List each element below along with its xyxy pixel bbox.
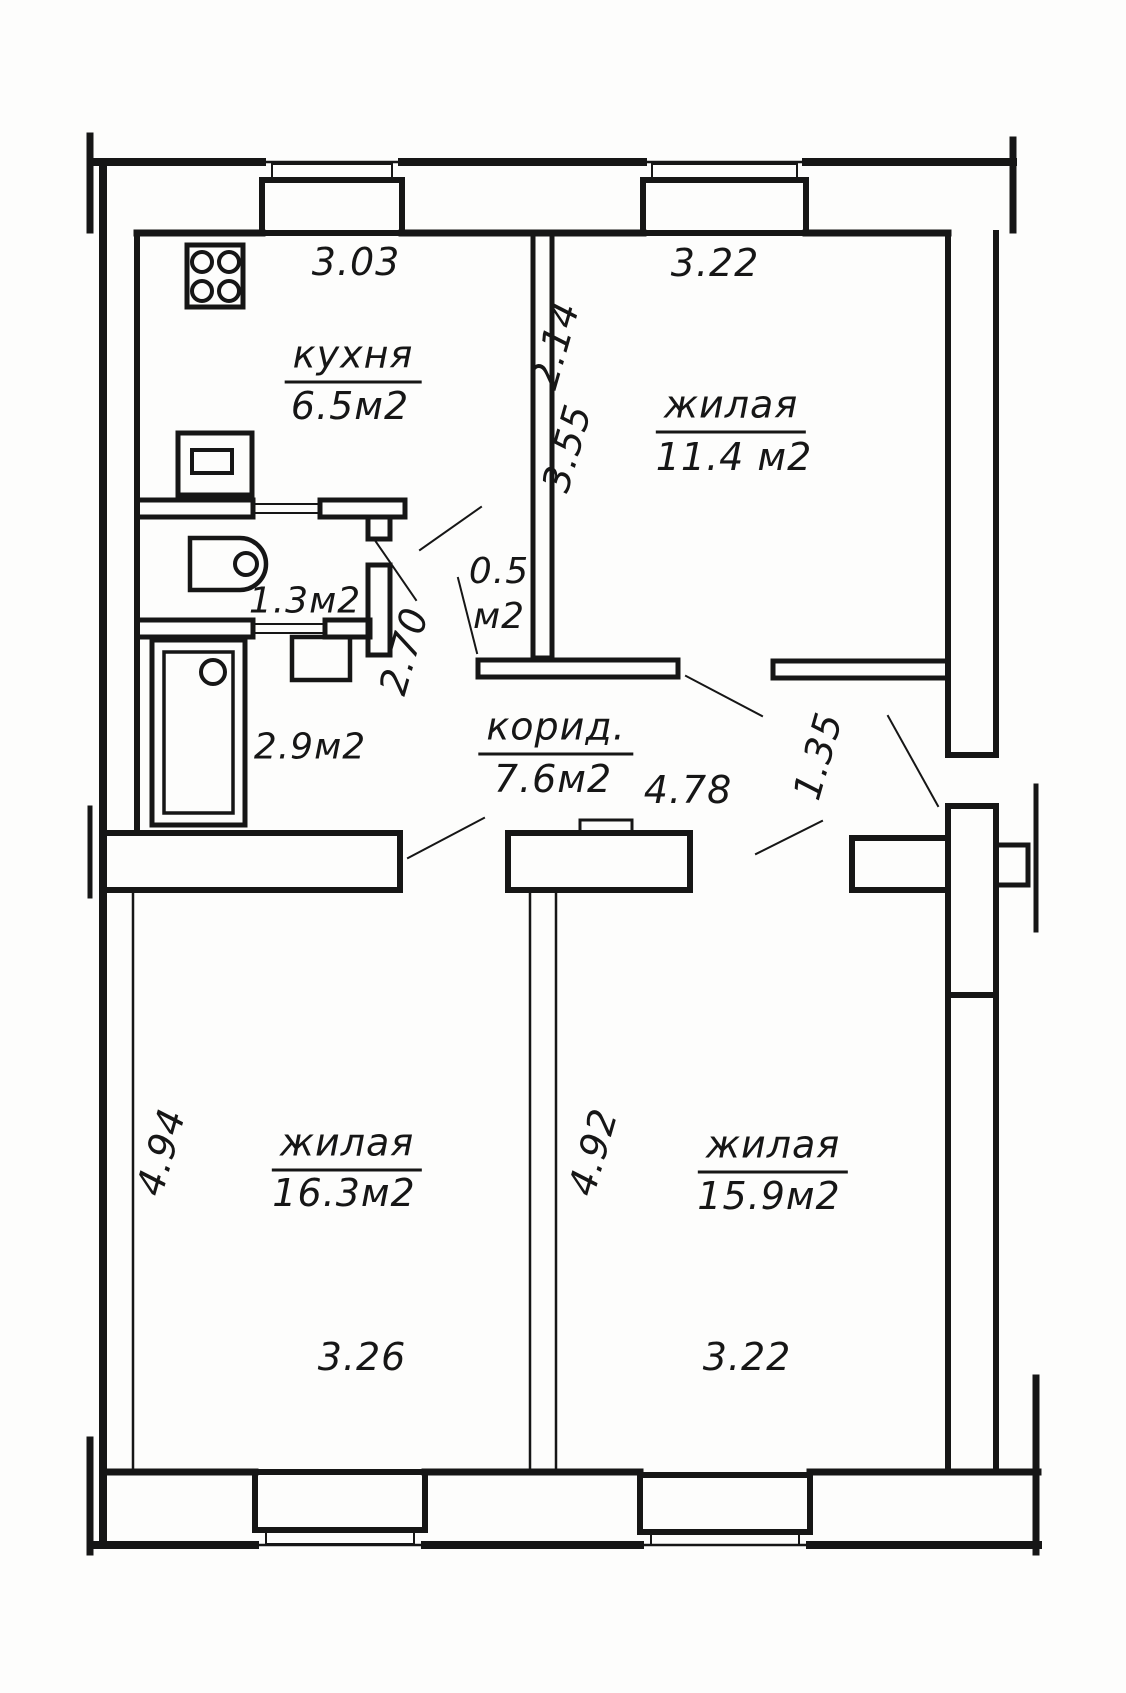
room-area-living1: 11.4 м2 bbox=[655, 435, 813, 479]
room-area-wc: 1.3м2 bbox=[248, 580, 362, 622]
toilet-icon bbox=[187, 535, 269, 593]
room-label-corridor: корид. bbox=[478, 705, 634, 756]
washbasin-icon bbox=[289, 634, 353, 683]
room-area-closet: 0.5 м2 bbox=[469, 549, 529, 639]
room-area-kitchen: 6.5м2 bbox=[290, 384, 410, 428]
interior-walls bbox=[100, 230, 1031, 1472]
dimension-top-kitchen: 3.03 bbox=[311, 240, 401, 284]
window-top-kitchen bbox=[259, 163, 405, 236]
bathtub-icon bbox=[149, 637, 248, 828]
room-area-corridor: 7.6м2 bbox=[493, 757, 613, 801]
room-area-living2: 16.3м2 bbox=[272, 1171, 416, 1215]
room-label-living2: жилая bbox=[271, 1121, 423, 1172]
window-bottom-left bbox=[252, 1469, 428, 1545]
room-area-bath: 2.9м2 bbox=[253, 726, 367, 768]
stove-icon bbox=[184, 242, 246, 310]
exterior-walls bbox=[86, 132, 1042, 1556]
closet-area-line2: м2 bbox=[472, 596, 526, 637]
dimension-corridor-length: 4.78 bbox=[643, 768, 733, 812]
dimension-bottom-right: 3.22 bbox=[702, 1335, 792, 1379]
dimension-bottom-left: 3.26 bbox=[317, 1335, 407, 1379]
room-label-living3: жилая bbox=[697, 1123, 849, 1174]
room-label-living1: жилая bbox=[655, 383, 807, 434]
room-area-living3: 15.9м2 bbox=[697, 1174, 841, 1218]
closet-area-line1: 0.5 bbox=[468, 551, 530, 592]
window-bottom-right bbox=[637, 1472, 813, 1546]
room-label-kitchen: кухня bbox=[284, 333, 422, 384]
door-leader-lines bbox=[372, 505, 940, 860]
dimension-top-living: 3.22 bbox=[670, 241, 760, 285]
window-top-living bbox=[640, 163, 809, 236]
sink-icon bbox=[175, 430, 255, 498]
